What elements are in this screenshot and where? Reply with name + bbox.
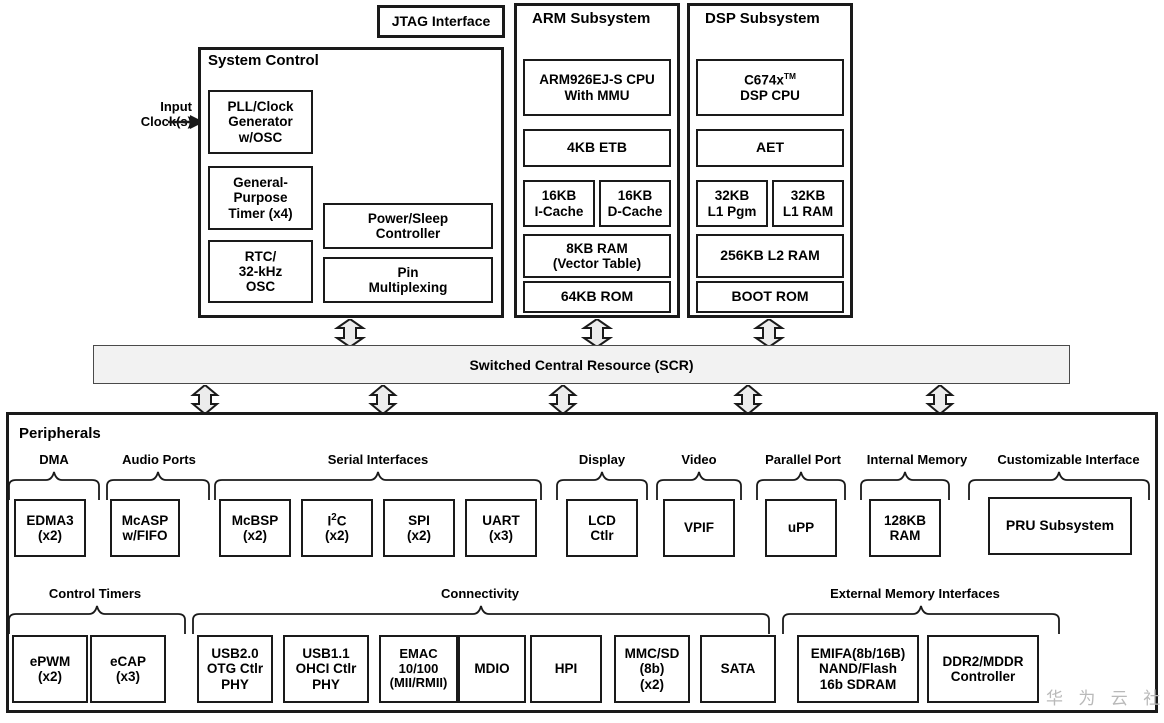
peripheral-block-pru-subsystem[interactable]: PRU Subsystem bbox=[988, 497, 1132, 555]
brace-serial-interfaces-icon bbox=[214, 471, 542, 500]
brace-video-icon bbox=[656, 471, 742, 500]
peripheral-block-mdio[interactable]: MDIO bbox=[458, 635, 526, 703]
peripheral-block-emac[interactable]: EMAC 10/100 (MII/RMII) bbox=[379, 635, 458, 703]
pll-clock-generator-block[interactable]: PLL/Clock Generator w/OSC bbox=[208, 90, 313, 154]
category-label-audio-ports: Audio Ports bbox=[122, 452, 196, 467]
category-label-internal-memory: Internal Memory bbox=[866, 452, 968, 467]
peripheral-block-mmc-sd[interactable]: MMC/SD (8b) (x2) bbox=[614, 635, 690, 703]
system-control-title: System Control bbox=[208, 52, 319, 69]
peripheral-block-mcbsp[interactable]: McBSP (x2) bbox=[219, 499, 291, 557]
arrow-scr-to-peripherals-5-icon bbox=[925, 385, 955, 414]
peripheral-block-vpif[interactable]: VPIF bbox=[663, 499, 735, 557]
arm-dcache-block[interactable]: 16KB D-Cache bbox=[599, 180, 671, 227]
peripheral-block-usb20-otg[interactable]: USB2.0 OTG Ctlr PHY bbox=[197, 635, 273, 703]
category-label-parallel-port: Parallel Port bbox=[765, 452, 841, 467]
arrow-scr-to-peripherals-4-icon bbox=[733, 385, 763, 414]
brace-customizable-interface-icon bbox=[968, 471, 1150, 500]
power-sleep-controller-block[interactable]: Power/Sleep Controller bbox=[323, 203, 493, 249]
peripherals-title: Peripherals bbox=[19, 425, 101, 442]
category-label-external-memory-interfaces: External Memory Interfaces bbox=[830, 586, 1000, 601]
dsp-l1ram-block[interactable]: 32KB L1 RAM bbox=[772, 180, 844, 227]
peripheral-block-usb11-ohci[interactable]: USB1.1 OHCI Ctlr PHY bbox=[283, 635, 369, 703]
brace-connectivity-icon bbox=[192, 605, 770, 634]
peripheral-block-hpi[interactable]: HPI bbox=[530, 635, 602, 703]
brace-control-timers-icon bbox=[8, 605, 186, 634]
jtag-interface-block[interactable]: JTAG Interface bbox=[377, 5, 505, 38]
category-label-control-timers: Control Timers bbox=[48, 586, 142, 601]
peripheral-block-edma3[interactable]: EDMA3 (x2) bbox=[14, 499, 86, 557]
brace-audio-ports-icon bbox=[106, 471, 210, 500]
input-clock-label: Input Clock(s) bbox=[140, 99, 192, 129]
arm926-cpu-block[interactable]: ARM926EJ-S CPU With MMU bbox=[523, 59, 671, 116]
brace-dma-icon bbox=[8, 471, 100, 500]
dsp-cpu-block[interactable]: C674xTM DSP CPU bbox=[696, 59, 844, 116]
brace-display-icon bbox=[556, 471, 648, 500]
category-label-dma: DMA bbox=[39, 452, 69, 467]
category-label-customizable-interface: Customizable Interface bbox=[997, 452, 1140, 467]
category-label-video: Video bbox=[681, 452, 717, 467]
arm-icache-block[interactable]: 16KB I-Cache bbox=[523, 180, 595, 227]
i2c-prefix: I bbox=[327, 513, 332, 529]
dsp-l2ram-block[interactable]: 256KB L2 RAM bbox=[696, 234, 844, 278]
brace-parallel-port-icon bbox=[756, 471, 846, 500]
peripheral-block-ddr2-mddr[interactable]: DDR2/MDDR Controller bbox=[927, 635, 1039, 703]
dsp-boot-rom-block[interactable]: BOOT ROM bbox=[696, 281, 844, 313]
peripheral-block-emifa[interactable]: EMIFA(8b/16B) NAND/Flash 16b SDRAM bbox=[797, 635, 919, 703]
peripheral-block-lcd-ctlr[interactable]: LCD Ctlr bbox=[566, 499, 638, 557]
brace-external-memory-interfaces-icon bbox=[782, 605, 1060, 634]
category-label-connectivity: Connectivity bbox=[440, 586, 519, 601]
dsp-l1pgm-block[interactable]: 32KB L1 Pgm bbox=[696, 180, 768, 227]
dsp-subsystem-title: DSP Subsystem bbox=[705, 10, 820, 27]
i2c-superscript: 2 bbox=[331, 511, 337, 523]
category-label-serial-interfaces: Serial Interfaces bbox=[327, 452, 429, 467]
arrow-sysctrl-to-scr-icon bbox=[334, 319, 366, 347]
peripheral-block-128kb-ram[interactable]: 128KB RAM bbox=[869, 499, 941, 557]
watermark-text: 华 为 云 社 区 bbox=[1046, 689, 1164, 709]
arm-subsystem-title: ARM Subsystem bbox=[532, 10, 651, 27]
peripheral-block-ecap[interactable]: eCAP (x3) bbox=[90, 635, 166, 703]
arrow-scr-to-peripherals-1-icon bbox=[190, 385, 220, 414]
arrow-dsp-to-scr-icon bbox=[753, 319, 785, 347]
pin-multiplexing-block[interactable]: Pin Multiplexing bbox=[323, 257, 493, 303]
peripheral-block-epwm[interactable]: ePWM (x2) bbox=[12, 635, 88, 703]
peripheral-block-i2c[interactable]: I2C (x2) bbox=[301, 499, 373, 557]
arm-rom-block[interactable]: 64KB ROM bbox=[523, 281, 671, 313]
input-clock-arrow-icon bbox=[168, 115, 204, 129]
arm-vector-ram-block[interactable]: 8KB RAM (Vector Table) bbox=[523, 234, 671, 278]
dsp-aet-block[interactable]: AET bbox=[696, 129, 844, 167]
peripheral-block-upp[interactable]: uPP bbox=[765, 499, 837, 557]
peripheral-block-mcasp[interactable]: McASP w/FIFO bbox=[110, 499, 180, 557]
arrow-scr-to-peripherals-3-icon bbox=[548, 385, 578, 414]
switched-central-resource-bar[interactable]: Switched Central Resource (SCR) bbox=[93, 345, 1070, 384]
peripheral-block-sata[interactable]: SATA bbox=[700, 635, 776, 703]
arm-etb-block[interactable]: 4KB ETB bbox=[523, 129, 671, 167]
dsp-cpu-trademark: TM bbox=[783, 71, 796, 82]
arrow-scr-to-peripherals-2-icon bbox=[368, 385, 398, 414]
i2c-suffix: C (x2) bbox=[324, 513, 349, 544]
peripheral-block-uart[interactable]: UART (x3) bbox=[465, 499, 537, 557]
brace-internal-memory-icon bbox=[860, 471, 950, 500]
dsp-cpu-name: C674x bbox=[744, 72, 784, 88]
peripheral-block-spi[interactable]: SPI (x2) bbox=[383, 499, 455, 557]
general-purpose-timer-block[interactable]: General- Purpose Timer (x4) bbox=[208, 166, 313, 230]
category-label-display: Display bbox=[578, 452, 626, 467]
rtc-32khz-osc-block[interactable]: RTC/ 32-kHz OSC bbox=[208, 240, 313, 303]
dsp-cpu-name2: DSP CPU bbox=[740, 87, 800, 103]
arrow-arm-to-scr-icon bbox=[581, 319, 613, 347]
